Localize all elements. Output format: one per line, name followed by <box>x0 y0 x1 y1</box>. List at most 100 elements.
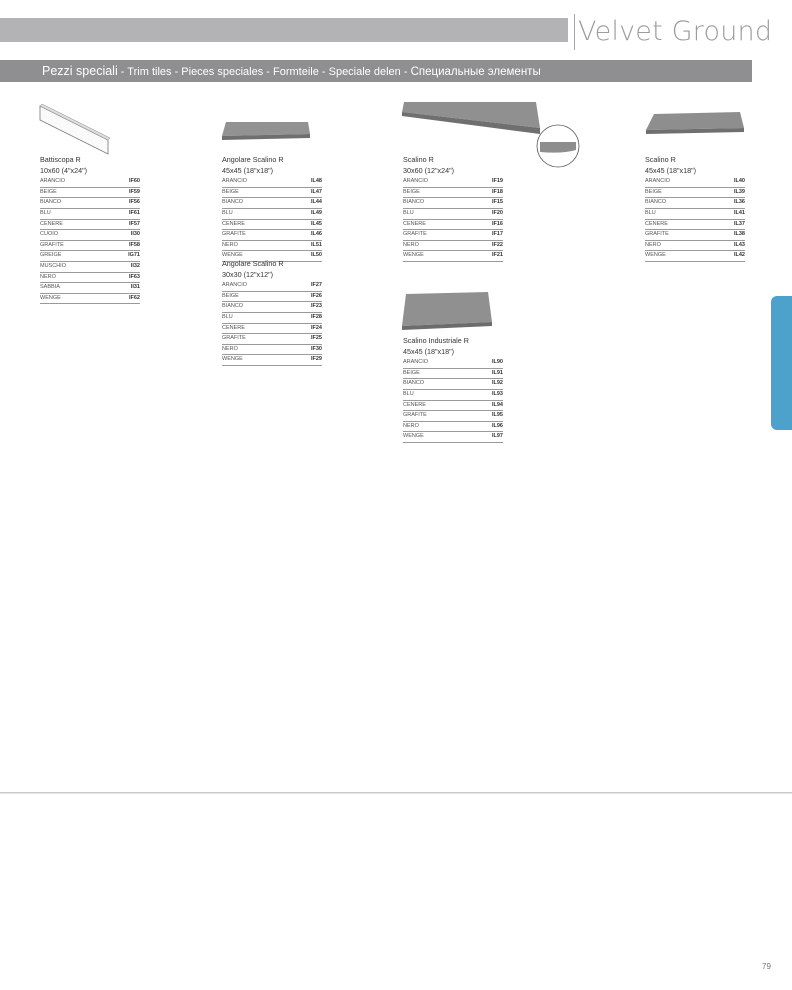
color-name: WENGE <box>222 356 243 363</box>
product-code: IF30 <box>310 345 322 352</box>
color-name: BEIGE <box>645 188 662 195</box>
product-name: Scalino R <box>403 155 434 164</box>
table-row: CENERE IF16 <box>403 220 503 231</box>
product-code: IF22 <box>491 241 503 248</box>
color-name: ARANCIO <box>403 178 429 185</box>
color-name: CENERE <box>403 401 426 408</box>
color-name: ARANCIO <box>645 178 671 185</box>
product-code: IL94 <box>491 401 503 408</box>
scalino-industriale-table: Scalino Industriale R 45x45 (18"x18") AR… <box>403 336 503 443</box>
product-code: IF17 <box>491 231 503 238</box>
product-code: IL91 <box>491 369 503 376</box>
table-row: CENERE IF24 <box>222 324 322 335</box>
color-name: CUOIO <box>40 231 59 238</box>
color-name: CENERE <box>222 324 245 331</box>
color-name: BLU <box>40 209 51 216</box>
product-code: IF57 <box>128 220 140 227</box>
brand-title: Velvet Ground <box>574 14 772 50</box>
color-name: GRAFITE <box>222 231 246 238</box>
section-translations: - Trim tiles - Pieces speciales - Formte… <box>117 66 411 78</box>
color-name: BIANCO <box>403 380 425 387</box>
product-code: IF26 <box>310 292 322 299</box>
product-code: IL46 <box>310 231 322 238</box>
product-code: II32 <box>130 262 140 269</box>
table-row: NERO IF63 <box>40 273 140 284</box>
product-code: IL40 <box>733 178 745 185</box>
product-code: IF63 <box>128 273 140 280</box>
product-code: IF28 <box>310 313 322 320</box>
footer-divider <box>0 792 792 794</box>
product-code: II30 <box>130 231 140 238</box>
product-code: IF19 <box>491 178 503 185</box>
header-bar <box>0 18 568 42</box>
table-row: CENERE IL94 <box>403 401 503 412</box>
product-name: Angolare Scalino R <box>222 259 284 268</box>
product-size: 10x60 (4"x24") <box>40 165 88 175</box>
product-code: IF21 <box>491 252 503 259</box>
color-name: WENGE <box>645 252 666 259</box>
product-code: IF61 <box>128 209 140 216</box>
product-code: IF59 <box>128 188 140 195</box>
product-code: IL50 <box>310 252 322 259</box>
color-name: CENERE <box>403 220 426 227</box>
product-name: Battiscopa R <box>40 155 81 164</box>
color-name: CENERE <box>222 220 245 227</box>
scalino-45-image <box>646 112 744 134</box>
color-name: MUSCHIO <box>40 262 66 269</box>
color-name: BLU <box>403 390 414 397</box>
page-number: 79 <box>762 962 771 971</box>
color-name: NERO <box>40 273 56 280</box>
product-code: IF27 <box>310 282 322 289</box>
product-code: II31 <box>130 284 140 291</box>
product-size: 45x45 (18"x18") <box>222 165 274 175</box>
product-code: IF24 <box>310 324 322 331</box>
color-name: NERO <box>645 241 661 248</box>
product-code: IF62 <box>128 294 140 301</box>
product-code: IF16 <box>491 220 503 227</box>
angolare-30-table: Angolare Scalino R 30x30 (12"x12") ARANC… <box>222 259 322 366</box>
scalino-30x60-image <box>402 102 580 168</box>
section-title: Pezzi speciali <box>42 64 118 78</box>
product-code: IL48 <box>310 178 322 185</box>
product-code: IL44 <box>310 199 322 206</box>
color-name: BEIGE <box>403 369 420 376</box>
product-code: IL97 <box>491 433 503 440</box>
color-name: BEIGE <box>403 188 420 195</box>
product-code: IL38 <box>733 231 745 238</box>
color-name: CENERE <box>645 220 668 227</box>
product-code: IL95 <box>491 412 503 419</box>
product-code: IL43 <box>733 241 745 248</box>
section-title-ru: Специальные элементы <box>410 66 541 78</box>
color-name: NERO <box>403 422 419 429</box>
table-row: MUSCHIO II32 <box>40 262 140 273</box>
product-code: IF20 <box>491 209 503 216</box>
color-name: GRAFITE <box>403 231 427 238</box>
product-size: 30x30 (12"x12") <box>222 269 274 279</box>
product-code: IL47 <box>310 188 322 195</box>
color-name: BLU <box>645 209 656 216</box>
product-code: IL49 <box>310 209 322 216</box>
color-name: BLU <box>403 209 414 216</box>
color-name: NERO <box>222 345 238 352</box>
